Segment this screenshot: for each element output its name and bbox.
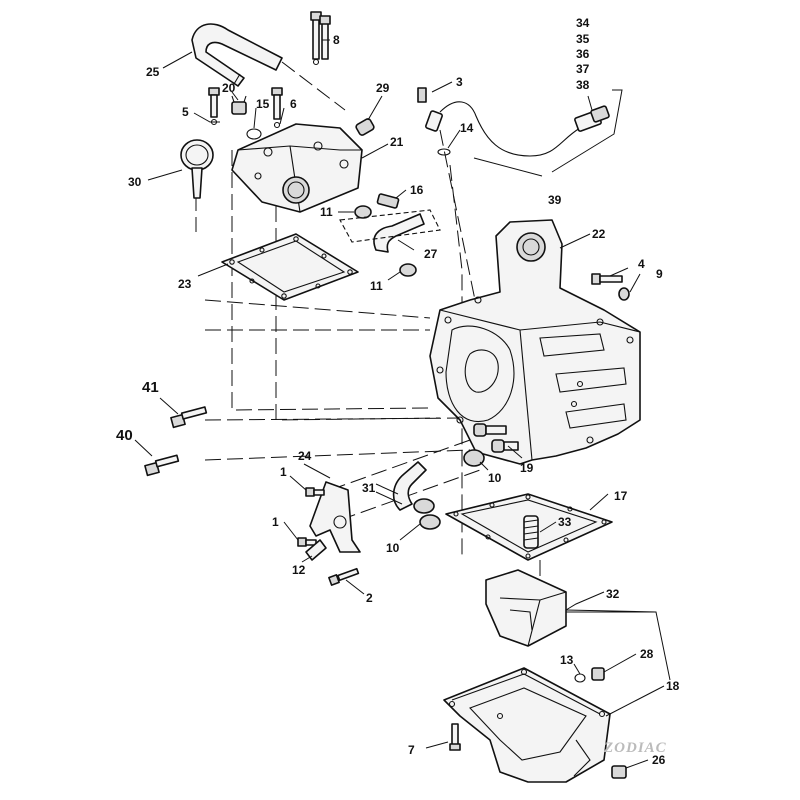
callout-37: 37 [576,62,590,76]
callout-32: 32 [606,587,620,601]
callout-10-upper: 10 [488,471,502,485]
elbow-fitting-29 [355,118,375,136]
callout-20: 20 [222,81,236,95]
callout-14: 14 [460,121,474,135]
stud-41 [170,406,208,429]
vent-hose-25 [191,23,283,87]
baffle-32 [485,569,567,647]
callout-26: 26 [652,753,666,767]
top-cover-21 [231,123,363,213]
dipstick-30 [180,139,214,199]
callout-39: 39 [548,193,562,207]
callout-1-upper: 1 [280,465,287,479]
bolt-2 [328,567,360,586]
plugs-19 [473,423,519,453]
hose-27 [373,213,425,253]
stud-40 [144,454,180,477]
sensor-wire [439,101,581,157]
callout-19: 19 [520,461,534,475]
bracket-24 [309,481,361,553]
callout-7: 7 [408,743,415,757]
callout-28: 28 [640,647,654,661]
plug-28 [591,667,605,681]
fitting-16 [376,193,400,209]
brand-watermark: ZODIAC [603,740,667,756]
connector-34-38 [574,105,610,132]
fitting-outline [339,209,441,243]
clamp-11-upper [354,205,372,219]
callout-24: 24 [298,449,312,463]
callout-11-upper: 11 [320,205,333,219]
callout-21: 21 [390,135,404,149]
callout-35: 35 [576,32,590,46]
clamp-11-lower [399,263,417,277]
callout-18: 18 [666,679,680,693]
bolt-4 [591,273,623,285]
callout-41: 41 [142,379,159,396]
callout-29: 29 [376,81,390,95]
callout-5: 5 [182,105,189,119]
callout-6: 6 [290,97,297,111]
leader-lines [134,39,671,769]
callout-40: 40 [116,427,133,444]
callout-3: 3 [456,75,463,89]
callout-34: 34 [576,16,590,30]
callout-23: 23 [178,277,192,291]
sensor-3 [417,87,443,132]
bolt-5 [208,87,220,126]
callout-27: 27 [424,247,438,261]
plug-10-upper [463,449,485,467]
callout-38: 38 [576,78,590,92]
oil-pan-18 [443,667,611,783]
bolt-7 [449,723,461,751]
callout-8: 8 [333,33,340,47]
callout-12: 12 [292,563,306,577]
washer-9 [618,287,630,301]
o-ring-15 [246,128,262,140]
spring-33 [523,515,539,549]
bolt-6 [271,87,283,129]
callout-31: 31 [362,481,376,495]
callout-36: 36 [576,47,590,61]
callout-25: 25 [146,65,160,79]
callout-17: 17 [614,489,628,503]
callout-30: 30 [128,175,142,189]
callout-9: 9 [656,267,663,281]
o-ring-13 [574,673,586,683]
callout-33: 33 [558,515,572,529]
transmission-case-22 [429,219,641,465]
callout-1-lower: 1 [272,515,279,529]
callout-10-lower: 10 [386,541,400,555]
bolt-1-upper [305,487,325,497]
gasket-23 [221,233,359,301]
switch-20 [231,95,247,115]
callout-2: 2 [366,591,373,605]
callout-labels: 25 8 5 20 15 6 29 3 14 21 30 16 11 27 11… [116,16,680,767]
drain-plug-26 [611,765,627,779]
bolts-8 [310,11,331,66]
callout-16: 16 [410,183,424,197]
hose-31 [392,461,427,511]
callout-15: 15 [256,97,270,111]
callout-22: 22 [592,227,606,241]
o-ring-14 [437,148,451,156]
clamps-10-lower [413,498,441,530]
callout-13: 13 [560,653,574,667]
callout-4: 4 [638,257,645,271]
callout-11-lower: 11 [370,279,383,293]
